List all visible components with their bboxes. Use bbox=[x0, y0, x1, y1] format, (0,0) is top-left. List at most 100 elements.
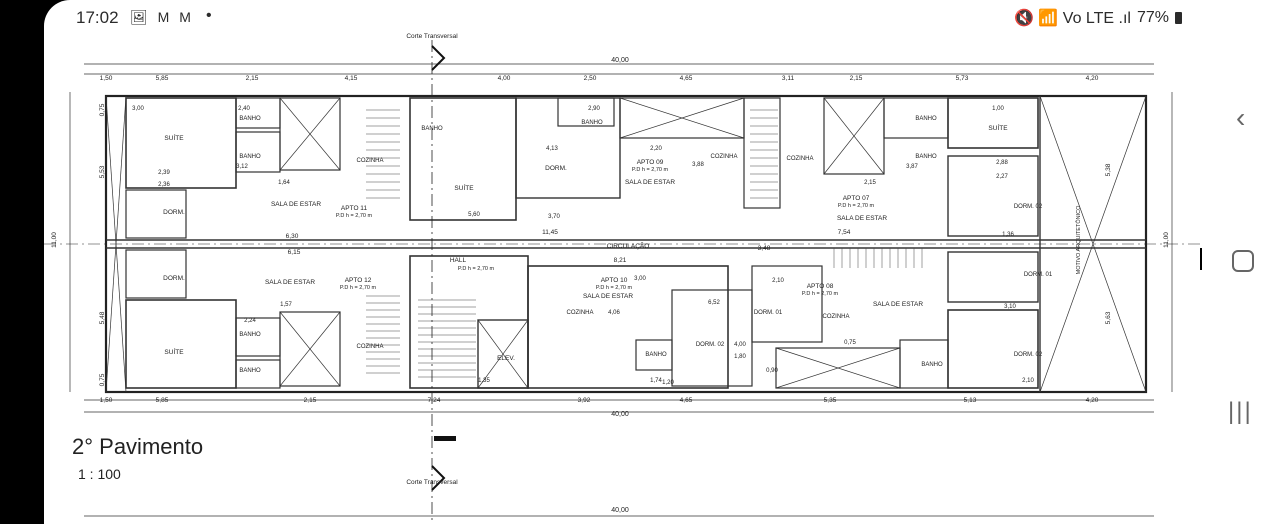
battery-icon bbox=[1175, 12, 1182, 24]
apartment-pdh: P.D h = 2,70 m bbox=[340, 285, 377, 291]
room-banho: BANHO bbox=[921, 362, 943, 368]
recents-icon[interactable]: ||| bbox=[1228, 398, 1253, 425]
home-icon[interactable] bbox=[1232, 250, 1254, 272]
status-bar: 17:02 🖼 M M • 🔇 📶 Vo LTE .ıl 77% bbox=[44, 0, 1202, 34]
room-dim: 2,88 bbox=[996, 160, 1008, 166]
room-dim: 3,87 bbox=[906, 164, 918, 170]
room-suite: SUÍTE bbox=[988, 123, 1008, 132]
room-dim: 0,75 bbox=[844, 340, 856, 346]
room-dim: 1,64 bbox=[278, 180, 290, 186]
room-sala: SALA DE ESTAR bbox=[583, 293, 633, 300]
bottom-dim: 3,92 bbox=[578, 397, 591, 404]
room-dim: 2,90 bbox=[588, 106, 600, 112]
right-dim: 5,38 bbox=[1105, 163, 1112, 176]
room-dim: 2,24 bbox=[244, 318, 256, 324]
room-sala: SALA DE ESTAR bbox=[271, 201, 321, 208]
left-dim: 5,53 bbox=[99, 165, 106, 178]
hall-pdh: P.D h = 2,70 m bbox=[458, 266, 495, 272]
room-dorm: DORM. bbox=[545, 165, 567, 172]
room-dim: 3,00 bbox=[132, 106, 144, 112]
room-banho: BANHO bbox=[421, 126, 443, 132]
bottom-dim: 7,24 bbox=[428, 397, 441, 404]
room-suite: SUÍTE bbox=[164, 347, 184, 356]
circulation-dim: 6,15 bbox=[288, 249, 301, 256]
room-dim: 1,80 bbox=[734, 354, 746, 360]
room-dim: 2,10 bbox=[1022, 378, 1034, 384]
room-dim: 2,39 bbox=[158, 170, 170, 176]
top-dim: 1,50 bbox=[100, 75, 113, 82]
drawing-title: 2° Pavimento bbox=[72, 434, 204, 459]
motivo-label: MOTIVO ARQUITETÔNICO bbox=[1075, 205, 1082, 274]
room-sala: SALA DE ESTAR bbox=[873, 301, 923, 308]
top-dim: 2,50 bbox=[584, 75, 597, 82]
room-dim: 2,10 bbox=[772, 278, 784, 284]
status-right: 🔇 📶 Vo LTE .ıl 77% bbox=[1014, 8, 1182, 28]
bottom-dim: 5,35 bbox=[824, 397, 837, 404]
elevator-label: ELEV. bbox=[497, 355, 515, 362]
apartment-pdh: P.D h = 2,70 m bbox=[596, 285, 633, 291]
room-suite: SUÍTE bbox=[164, 133, 184, 142]
apartment-name: APTO 08 bbox=[807, 283, 834, 290]
overall-width-top: 40,00 bbox=[611, 57, 629, 64]
circulation-dim: 6,30 bbox=[286, 233, 299, 240]
room-sala: SALA DE ESTAR bbox=[265, 279, 315, 286]
room-sala: SALA DE ESTAR bbox=[625, 179, 675, 186]
back-icon[interactable]: ‹ bbox=[1236, 102, 1246, 133]
top-dim: 2,15 bbox=[850, 75, 863, 82]
apartment-pdh: P.D h = 2,70 m bbox=[336, 213, 373, 219]
room-dim: 1,74 bbox=[650, 378, 662, 384]
room-dim: 1,35 bbox=[478, 378, 490, 384]
top-dim: 4,15 bbox=[345, 75, 358, 82]
bottom-dim: 2,15 bbox=[304, 397, 317, 404]
room-banho: BANHO bbox=[581, 120, 603, 126]
room-dim: 1,20 bbox=[662, 380, 674, 386]
room-banho: BANHO bbox=[239, 116, 261, 122]
drawing-scale: 1 : 100 bbox=[78, 466, 121, 482]
nav-bar: ‹ ||| bbox=[1202, 0, 1280, 524]
room-dim: 1,57 bbox=[280, 302, 292, 308]
room-dim: 3,12 bbox=[236, 164, 248, 170]
room-dim: 6,52 bbox=[708, 300, 720, 306]
room-dorm02: DORM. 02 bbox=[1014, 204, 1043, 210]
room-dorm: DORM. bbox=[163, 209, 185, 216]
top-dim: 2,15 bbox=[246, 75, 259, 82]
right-dim: 5,63 bbox=[1105, 311, 1112, 324]
section-label-top: Corte Transversal bbox=[406, 33, 458, 40]
room-dim: 4,06 bbox=[608, 310, 620, 316]
top-dim: 4,20 bbox=[1086, 75, 1099, 82]
room-dorm: DORM. bbox=[163, 275, 185, 282]
room-cozinha: COZINHA bbox=[787, 156, 814, 162]
circulation-dim: 7,54 bbox=[838, 229, 851, 236]
app-screen: 17:02 🖼 M M • 🔇 📶 Vo LTE .ıl 77% bbox=[44, 0, 1202, 524]
signal-icons: 🔇 📶 Vo LTE .ıl bbox=[1014, 10, 1131, 27]
left-dim: 11,00 bbox=[51, 232, 58, 248]
left-dim: 0,75 bbox=[99, 373, 106, 386]
left-dim: 0,75 bbox=[99, 103, 106, 116]
circulation-dim: 3,48 bbox=[758, 245, 771, 252]
room-banho: BANHO bbox=[239, 332, 261, 338]
bottom-dim: 4,65 bbox=[680, 397, 693, 404]
room-dorm01: DORM. 01 bbox=[754, 310, 783, 316]
circulation-dim: 11,45 bbox=[542, 229, 558, 236]
apartment-name: APTO 07 bbox=[843, 195, 870, 202]
apartment-name: APTO 10 bbox=[601, 277, 628, 284]
room-dorm02: DORM. 02 bbox=[1014, 352, 1043, 358]
room-cozinha: COZINHA bbox=[711, 154, 738, 160]
room-banho: BANHO bbox=[645, 352, 667, 358]
room-banho: BANHO bbox=[915, 116, 937, 122]
battery-level: 77% bbox=[1136, 9, 1169, 26]
apartment-name: APTO 11 bbox=[341, 205, 368, 212]
left-dim: 5,48 bbox=[99, 311, 106, 324]
apartment-pdh: P.D h = 2,70 m bbox=[632, 167, 669, 173]
room-banho: BANHO bbox=[239, 368, 261, 374]
room-dim: 3,10 bbox=[1004, 304, 1016, 310]
room-banho: BANHO bbox=[915, 154, 937, 160]
notification-dot: • bbox=[206, 7, 212, 24]
room-dim: 4,13 bbox=[546, 146, 558, 152]
room-dim: 2,27 bbox=[996, 174, 1008, 180]
room-banho: BANHO bbox=[239, 154, 261, 160]
top-dim: 3,11 bbox=[782, 75, 795, 82]
right-dim: 11,00 bbox=[1163, 232, 1170, 248]
apartment-pdh: P.D h = 2,70 m bbox=[838, 203, 875, 209]
